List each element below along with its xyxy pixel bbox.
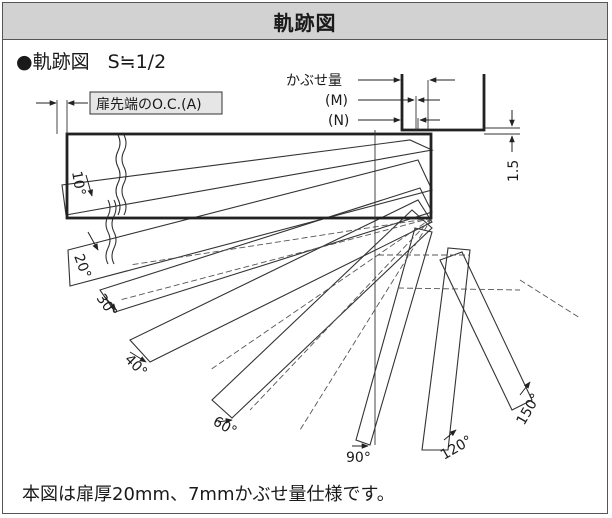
door-outline-10deg <box>61 139 434 216</box>
subtitle-ratio: S≒1/2 <box>107 51 167 73</box>
door-outline-30deg <box>99 187 433 313</box>
closed-door <box>65 132 433 220</box>
angle-40: 40° <box>121 352 150 381</box>
door-swing-outlines <box>61 139 533 451</box>
dimension-arrows <box>36 77 515 152</box>
door-outline-120deg <box>421 247 471 451</box>
footnote: 本図は扉厚20mm、7mmかぶせ量仕様です。 <box>22 484 395 505</box>
door-outline-60deg <box>211 209 433 419</box>
oc-label: 扉先端のO.C.(A) <box>96 97 202 113</box>
reference-lines <box>56 80 520 445</box>
door-outline-20deg <box>67 159 433 287</box>
subtitle-main: ●軌跡図 <box>16 51 90 73</box>
angle-10: 10° <box>68 170 88 197</box>
door-outline-40deg <box>129 199 433 363</box>
angle-90: 90° <box>346 450 371 466</box>
diagram-frame: 軌跡図 <box>2 2 608 514</box>
angle-150: 150° <box>514 391 545 428</box>
swing-guide-lines <box>119 217 581 431</box>
oc-label-box <box>89 91 223 115</box>
angle-20: 20° <box>70 252 94 281</box>
overlay-label: かぶせ量 <box>286 73 342 89</box>
n-label: (N) <box>328 113 349 129</box>
break-lines <box>105 134 127 265</box>
section-header: 軌跡図 <box>3 3 607 40</box>
angle-pointers <box>85 174 531 449</box>
header-title: 軌跡図 <box>273 10 337 35</box>
angle-120: 120° <box>438 433 475 464</box>
cabinet-side-panel <box>400 74 486 132</box>
door-outline-90deg <box>355 227 433 446</box>
m-label: (M) <box>325 93 348 109</box>
door-outline-150deg <box>439 251 533 411</box>
diagram-subtitle: ●軌跡図 S≒1/2 <box>16 47 166 74</box>
dim-1-5-label: 1.5 <box>506 160 522 182</box>
angle-60: 60° <box>210 414 240 440</box>
angle-30: 30° <box>93 291 120 321</box>
